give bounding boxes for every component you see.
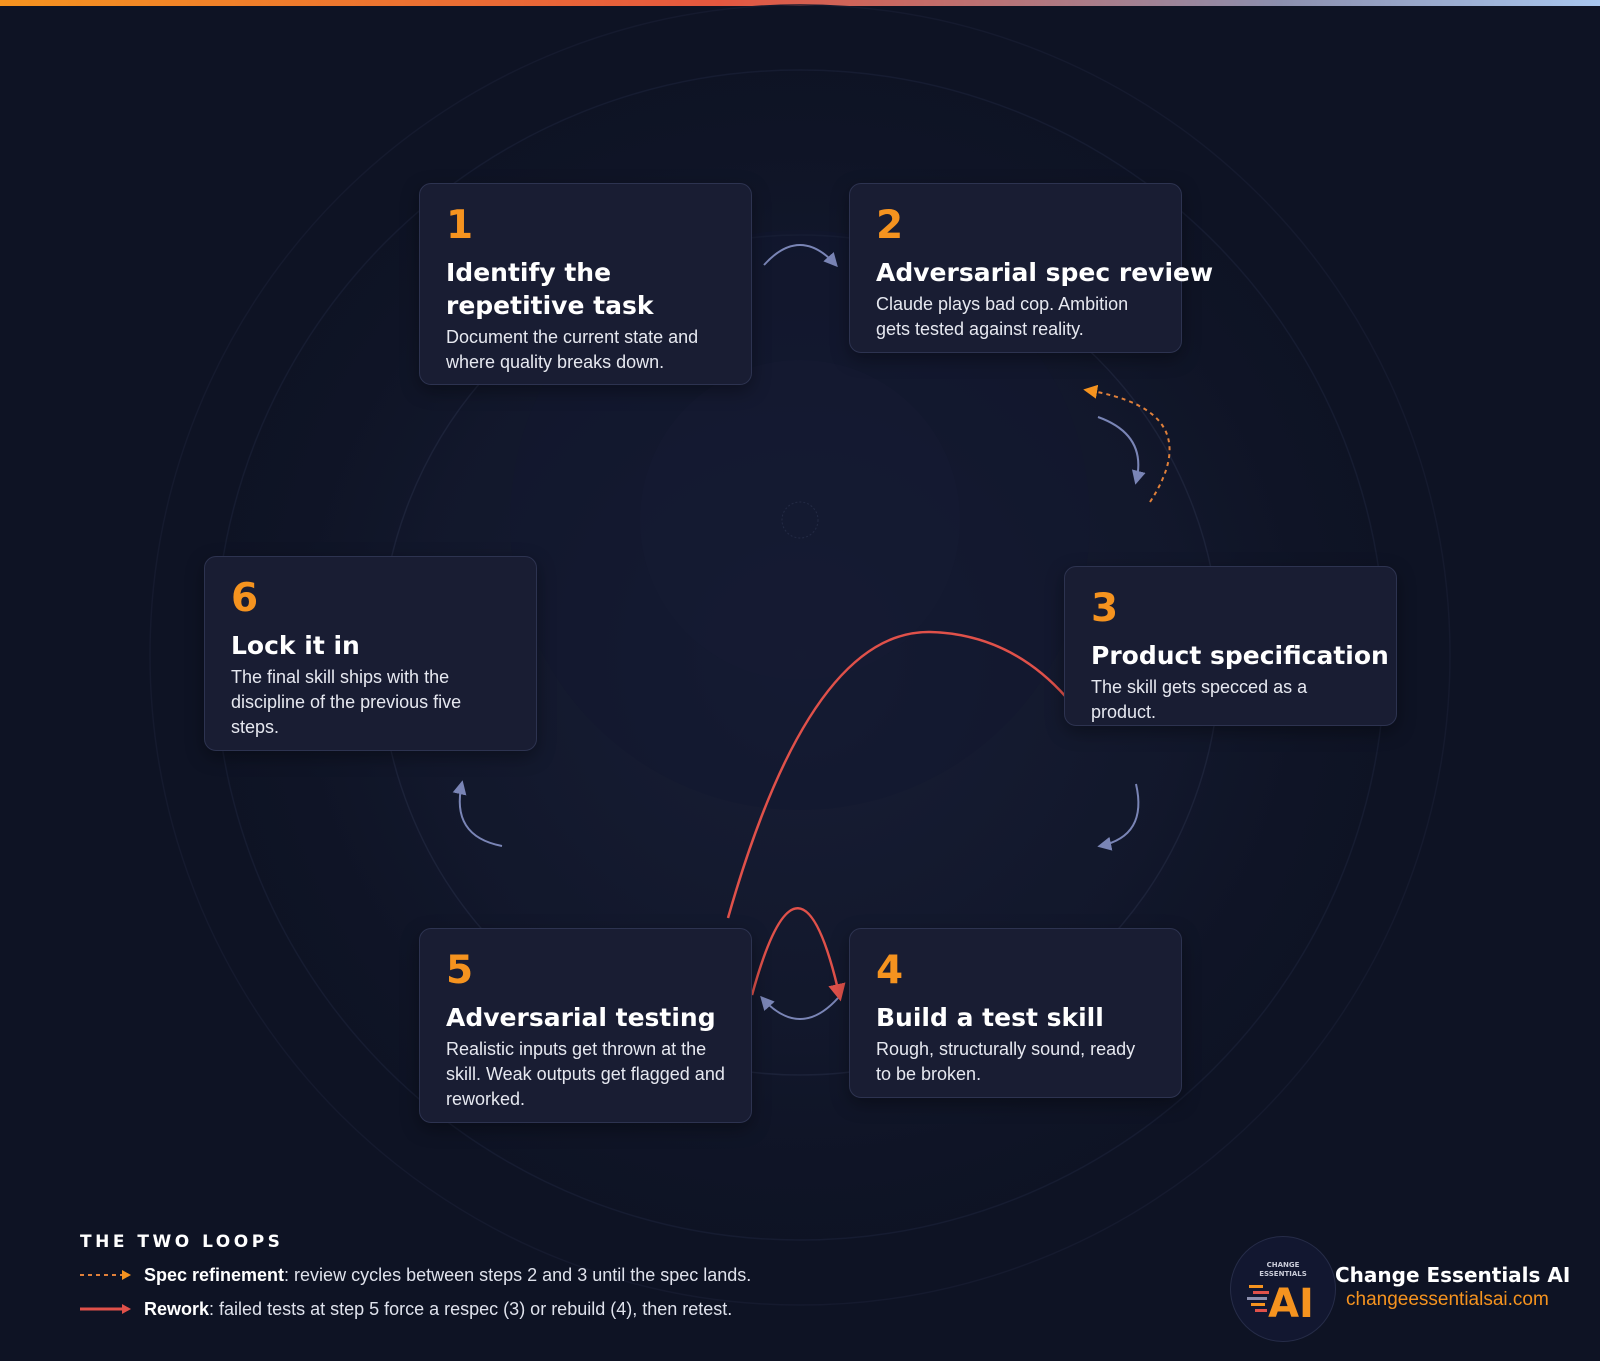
step-card-6: 6 Lock it in The final skill ships with … — [204, 556, 537, 751]
step-card-2: 2 Adversarial spec review Claude plays b… — [849, 183, 1214, 353]
legend-item-rework: Rework: failed tests at step 5 force a r… — [80, 1294, 732, 1324]
step-number: 3 — [1091, 586, 1119, 631]
step-card-3: 3 Product specification The skill gets s… — [1064, 566, 1397, 726]
step-number: 5 — [446, 948, 474, 993]
rework-arrow-to-4 — [750, 907, 846, 1002]
dashed-orange-arrow-icon — [80, 1270, 131, 1280]
step-description: Document the current state and where qua… — [446, 327, 699, 372]
step-description: The skill gets specced as a product. — [1091, 677, 1308, 722]
step-title: Lock it in — [231, 631, 360, 660]
brand-logo-icon: CHANGE ESSENTIALS AI — [1230, 1236, 1336, 1342]
step-description: Realistic inputs get thrown at the skill… — [446, 1039, 725, 1109]
arrow-2-to-3 — [1097, 416, 1146, 485]
legend-item-text: : failed tests at step 5 force a respec … — [209, 1299, 733, 1319]
rework-arrow-to-3 — [726, 630, 1067, 919]
step-card-4: 4 Build a test skill Rough, structurally… — [849, 928, 1182, 1098]
step-card-5: 5 Adversarial testing Realistic inputs g… — [419, 928, 752, 1123]
legend-heading: THE TWO LOOPS — [80, 1232, 284, 1252]
step-title: Identify the repetitive task — [446, 258, 654, 320]
logo-letters: AI — [1268, 1281, 1314, 1327]
brand-url-link[interactable]: changeessentialsai.com — [1346, 1289, 1549, 1310]
legend-item-name: Rework — [144, 1299, 210, 1319]
step-description: Rough, structurally sound, ready to be b… — [876, 1039, 1136, 1084]
legend-item-text: : review cycles between steps 2 and 3 un… — [284, 1265, 752, 1285]
step-number: 1 — [446, 203, 474, 248]
brand-name: Change Essentials AI — [1335, 1263, 1571, 1287]
logo-stripes — [1247, 1285, 1269, 1312]
legend: THE TWO LOOPS Spec refinement: review cy… — [80, 1232, 751, 1324]
step-description: The final skill ships with the disciplin… — [231, 667, 462, 737]
arrow-4-to-5 — [760, 995, 839, 1020]
step-number: 6 — [231, 576, 259, 621]
step-title: Adversarial testing — [446, 1003, 716, 1032]
arrow-1-to-2 — [763, 244, 838, 268]
step-number: 4 — [876, 948, 904, 993]
step-title: Build a test skill — [876, 1003, 1104, 1032]
logo-top-text: CHANGE — [1267, 1261, 1300, 1269]
top-gradient-bar — [0, 0, 1600, 6]
step-number: 2 — [876, 203, 904, 248]
solid-red-arrow-icon — [80, 1304, 131, 1314]
legend-item-spec-refinement: Spec refinement: review cycles between s… — [80, 1260, 751, 1290]
step-title: Product specification — [1091, 641, 1389, 670]
step-description: Claude plays bad cop. Ambition gets test… — [876, 294, 1129, 339]
legend-item-name: Spec refinement — [144, 1265, 285, 1285]
logo-mid-text: ESSENTIALS — [1259, 1270, 1307, 1278]
arrow-3-to-4 — [1097, 783, 1140, 851]
spec-refinement-loop-arrow — [1083, 384, 1171, 503]
arrow-5-to-6 — [452, 780, 503, 847]
step-card-1: 1 Identify the repetitive task Document … — [419, 183, 752, 385]
step-title: Adversarial spec review — [876, 258, 1214, 287]
